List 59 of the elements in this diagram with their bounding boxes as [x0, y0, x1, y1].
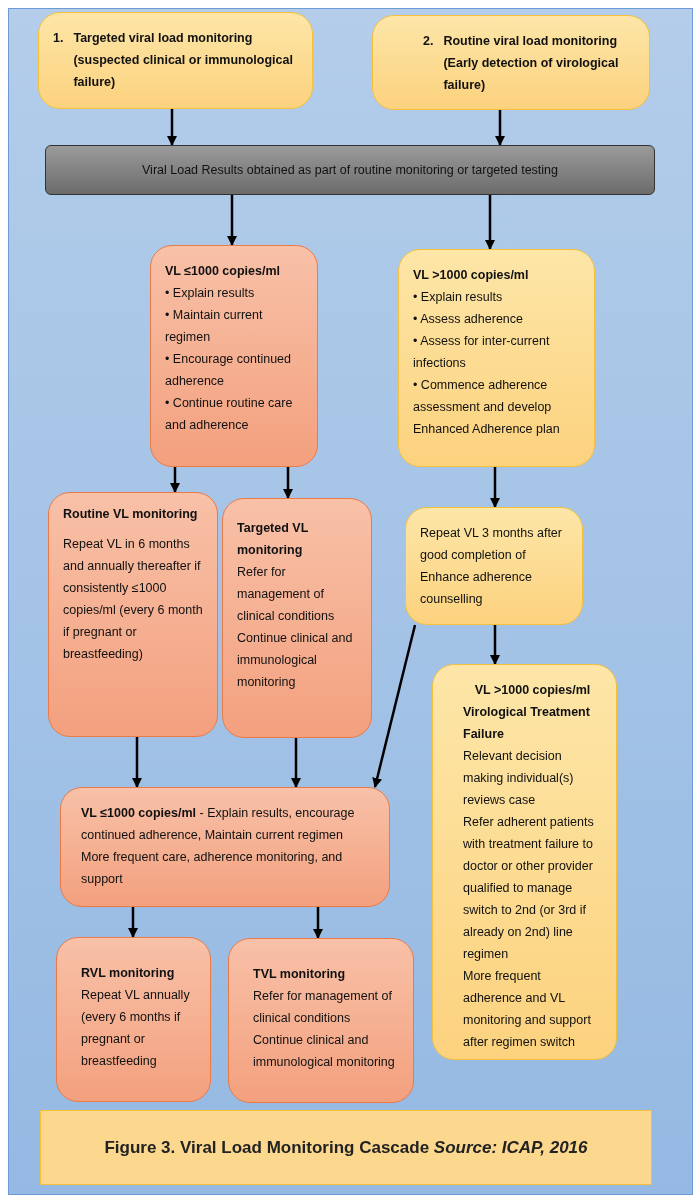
box-heading: TVL monitoring: [253, 966, 347, 983]
arrow: [291, 738, 301, 788]
box-text: More frequent care, adherence monitoring, and support: [81, 849, 344, 888]
box-text: • Explain results: [413, 289, 504, 306]
box-heading: Virological Treatment Failure: [463, 704, 591, 743]
process-box: [48, 492, 218, 737]
arrow: [490, 467, 500, 508]
box-text: • Maintain current regimen: [165, 307, 264, 346]
process-box: [228, 938, 414, 1103]
arrow: [227, 195, 237, 246]
arrow: [128, 907, 138, 938]
arrow: [167, 109, 177, 146]
box-text: Relevant decision making individual(s) reviews case: [463, 748, 575, 809]
arrow: [372, 624, 417, 788]
box-text: More frequent adherence and VL monitoring and support after regimen switch: [463, 968, 592, 1051]
arrow: [283, 467, 293, 499]
box-text: Repeat VL in 6 months and annually thereafter if consistently ≤1000 copies/ml (every 6 month if pregnant or breastfeeding): [63, 536, 203, 663]
process-box: [60, 787, 390, 907]
process-box: [56, 937, 211, 1102]
box-text: • Commence adherence assessment and develop Enhanced Adherence plan: [413, 377, 561, 438]
box-heading: Routine VL monitoring: [63, 506, 199, 523]
box-text: • Assess adherence: [413, 311, 524, 328]
box-heading: VL ≤1000 copies/ml: [165, 263, 282, 280]
box-text: • Encourage continued adherence: [165, 351, 292, 390]
figure-caption: Figure 3. Viral Load Monitoring Cascade Source: ICAP, 2016: [104, 1137, 588, 1158]
process-box: [150, 245, 318, 467]
box-heading: Targeted VL monitoring: [237, 520, 310, 559]
box-text: Repeat VL annually (every 6 months if pregnant or breastfeeding: [81, 987, 191, 1070]
box-heading: VL >1000 copies/ml: [413, 267, 530, 284]
box-text: Continue clinical and immunological monitoring: [237, 630, 354, 691]
box-text: Targeted viral load monitoring (suspected clinical or immunological failure): [73, 30, 294, 91]
box-text: Routine viral load monitoring (Early detection of virological failure): [443, 33, 620, 94]
box-heading: RVL monitoring: [81, 965, 176, 982]
result-bar: [45, 145, 655, 195]
process-box: [38, 12, 313, 109]
box-heading: VL >1000 copies/ml: [473, 682, 592, 699]
box-text: • Continue routine care and adherence: [165, 395, 294, 434]
arrow: [485, 195, 495, 250]
arrow: [495, 110, 505, 146]
box-text: Continue clinical and immunological monitoring: [253, 1032, 396, 1071]
box-text: VL ≤1000 copies/ml - Explain results, encourage continued adherence, Maintain current regimen: [81, 805, 356, 844]
box-text: • Assess for inter-current infections: [413, 333, 551, 372]
box-text: Repeat VL 3 months after good completion of Enhance adherence counselling: [420, 525, 563, 608]
box-text: Refer for management of clinical conditions: [253, 988, 393, 1027]
list-number: 2.: [423, 33, 434, 50]
arrow: [313, 907, 323, 939]
box-text: • Explain results: [165, 285, 256, 302]
arrow: [170, 467, 180, 493]
box-text: Refer adherent patients with treatment failure to doctor or other provider qualified to manage switch to 2nd (or 3rd if already on 2nd) line regimen: [463, 814, 595, 963]
list-number: 1.: [53, 30, 64, 47]
process-box: [222, 498, 372, 738]
box-text: Refer for management of clinical conditions: [237, 564, 336, 625]
process-box: [372, 15, 650, 110]
arrow: [132, 737, 142, 788]
arrow: [490, 625, 500, 665]
process-box: [405, 507, 583, 625]
process-box: [398, 249, 595, 467]
process-box: [432, 664, 617, 1060]
box-text: Viral Load Results obtained as part of routine monitoring or targeted testing: [142, 162, 558, 179]
